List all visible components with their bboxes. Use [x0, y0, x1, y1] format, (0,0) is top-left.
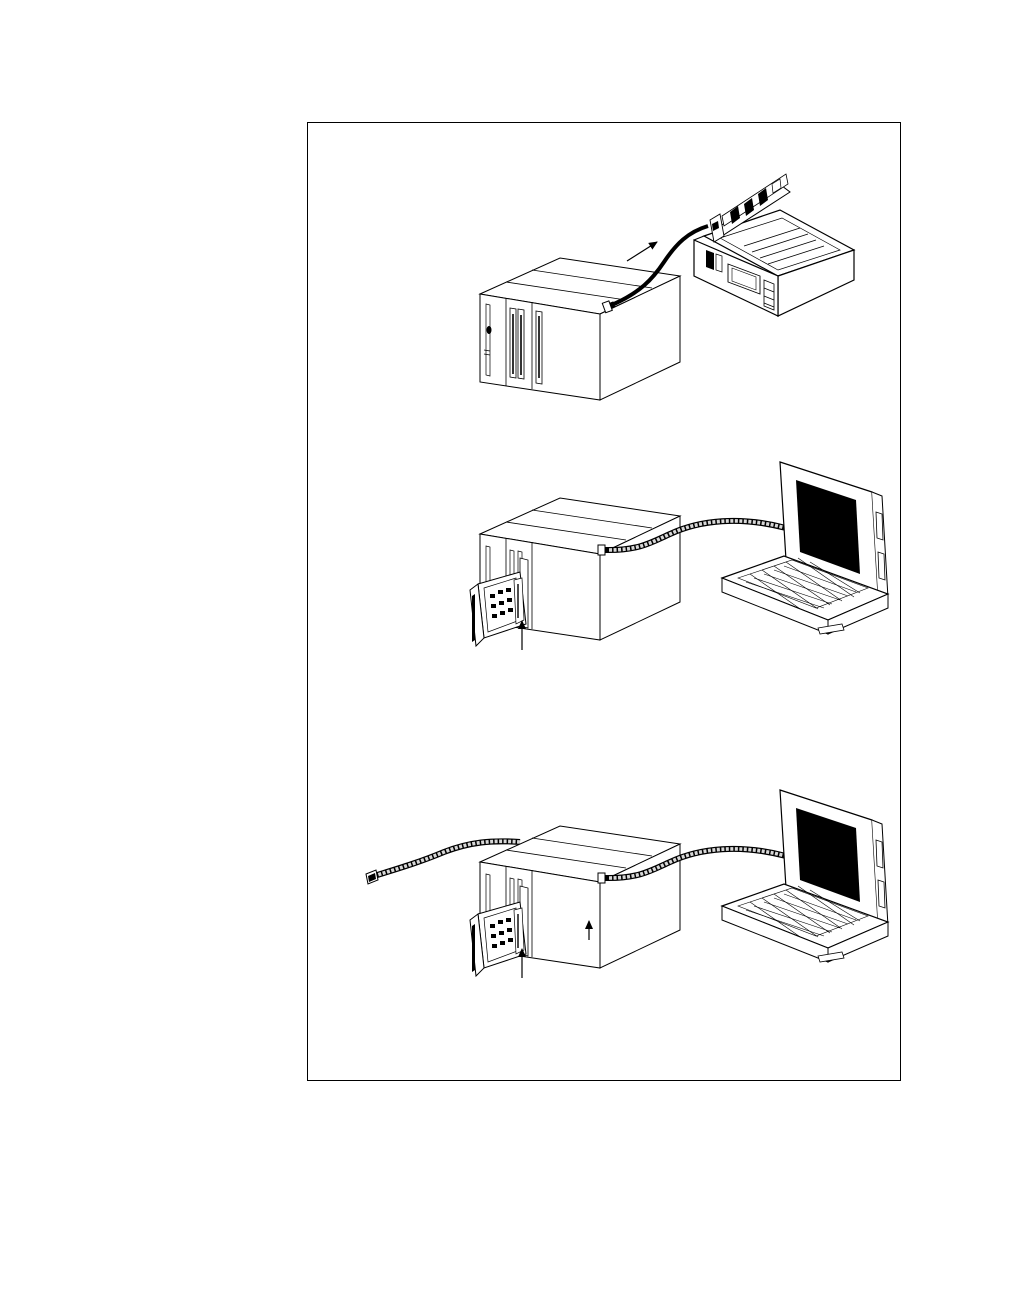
panel-pci-board-connection: [480, 174, 854, 400]
desktop-computer: [694, 174, 854, 316]
panel-laptop-connection-module-insert: [470, 462, 888, 650]
direction-arrow: [627, 242, 657, 261]
signal-cable-connector: [366, 870, 378, 884]
module-2: [470, 572, 526, 646]
laptop-computer-2: [722, 462, 888, 634]
laptop-computer-3: [722, 790, 888, 962]
panel-laptop-connection-with-signal-cable: [366, 790, 888, 978]
module-3: [470, 902, 526, 976]
